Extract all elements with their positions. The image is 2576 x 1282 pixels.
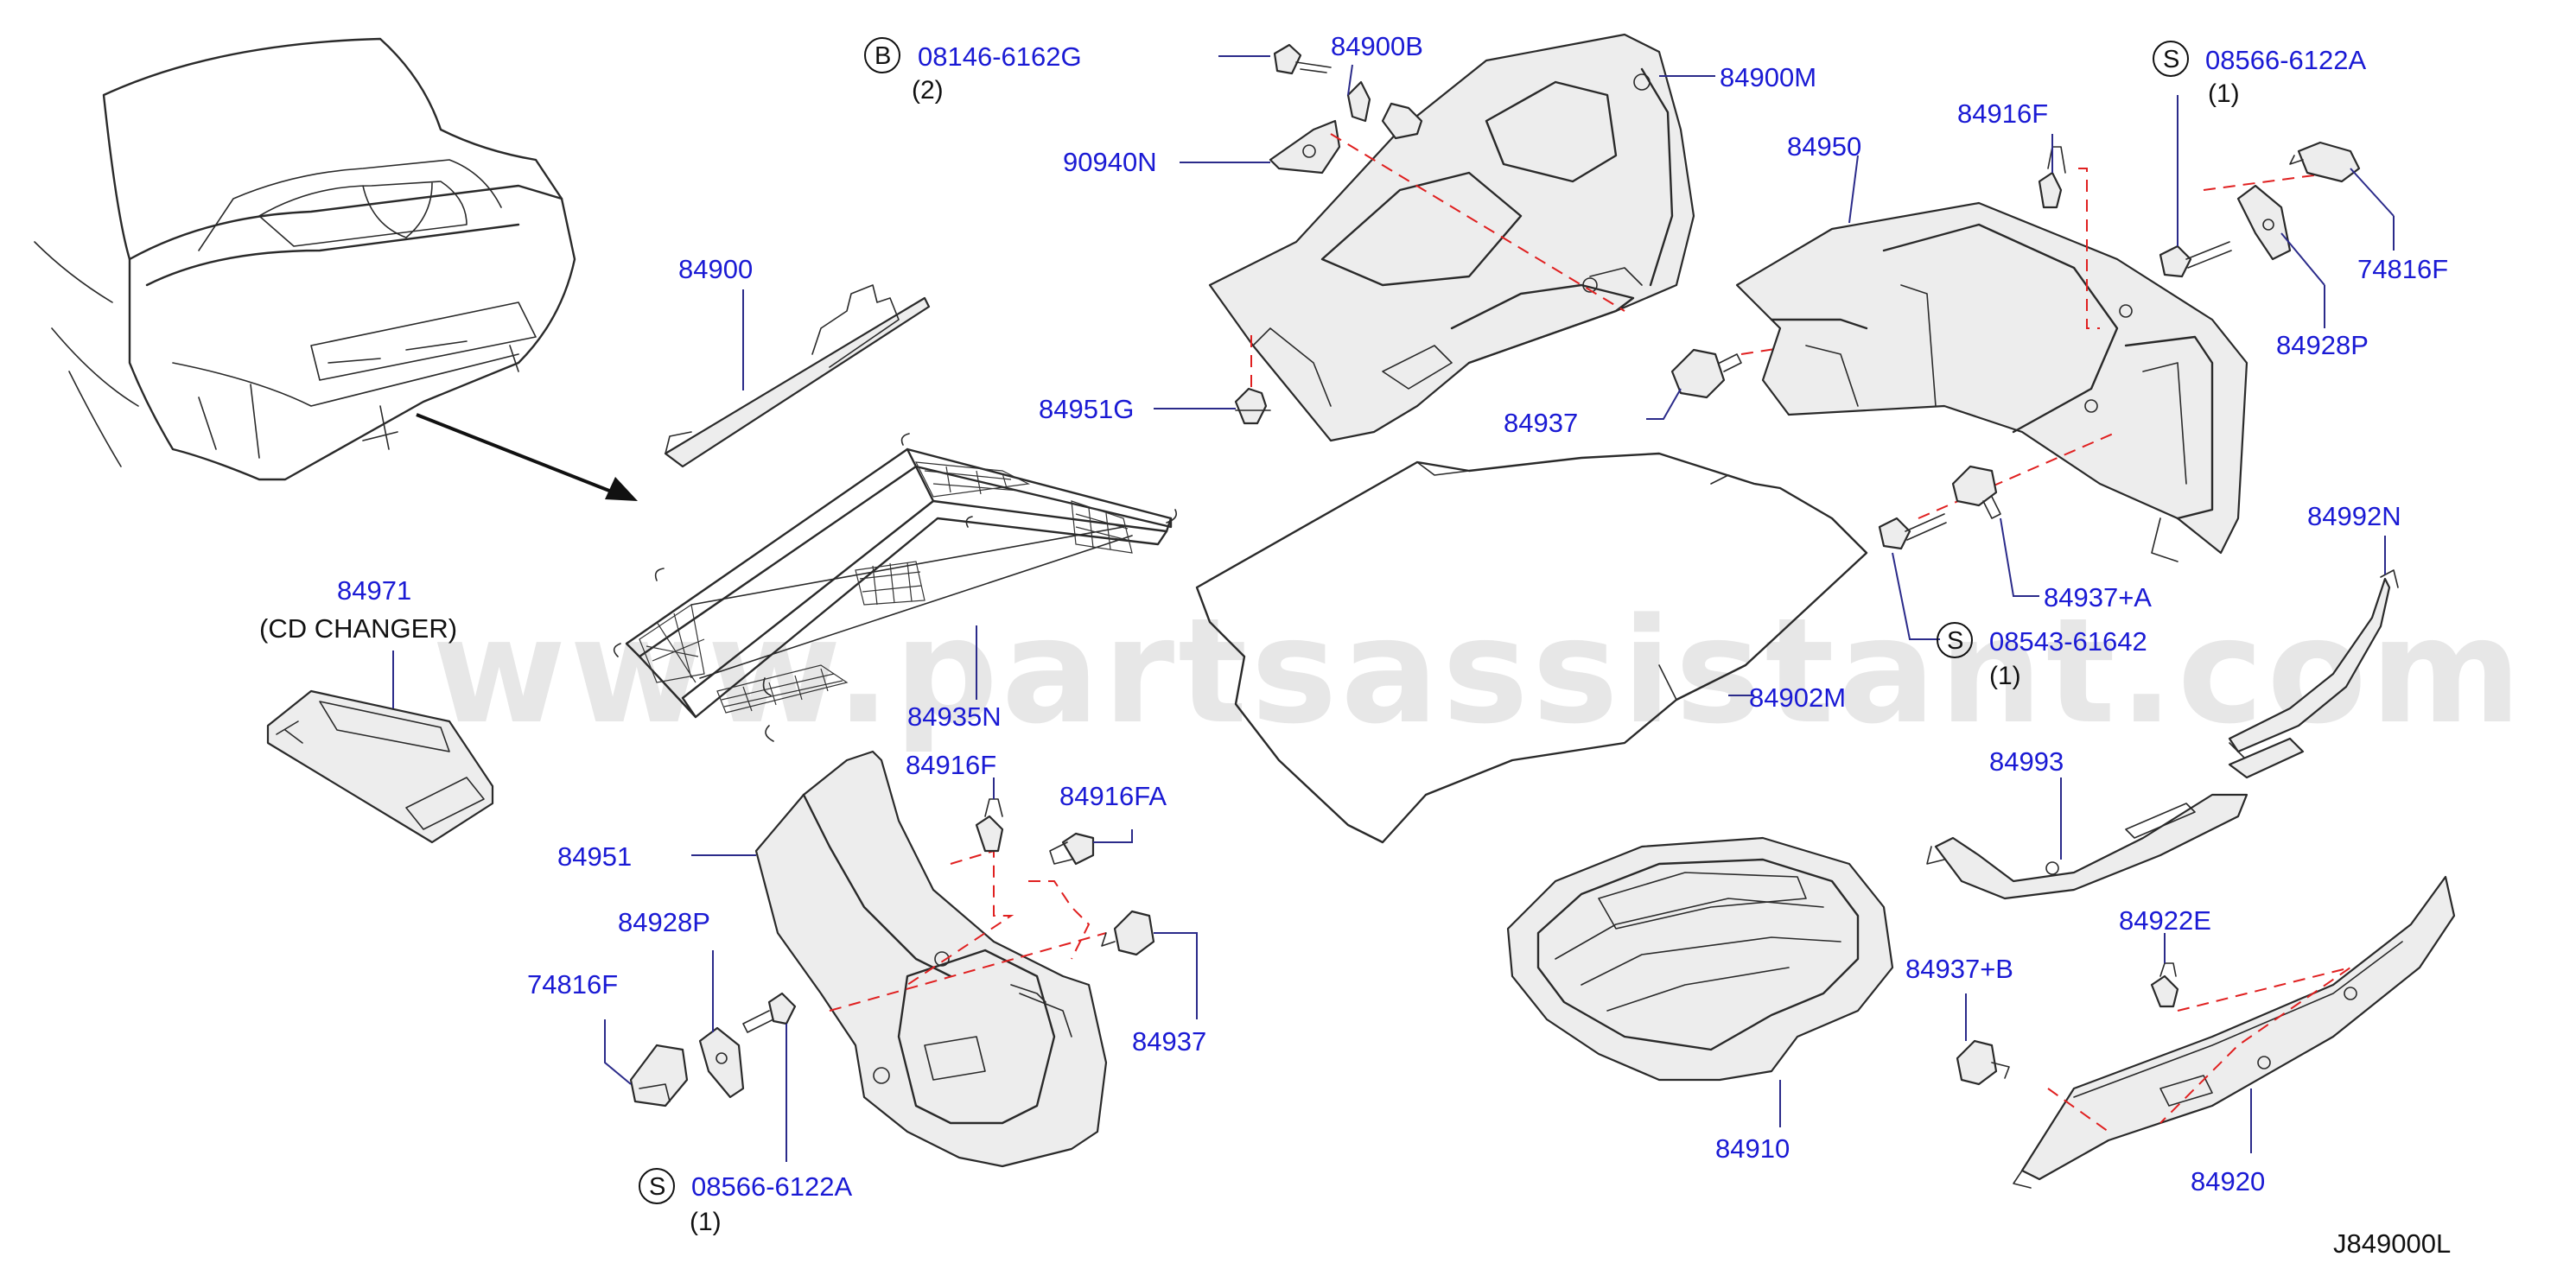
assembly-line-84900M-a [1330,133,1625,312]
clip-84922E [2150,933,2179,1008]
label-84971[interactable]: 84971 [337,575,411,606]
label-84922E[interactable]: 84922E [2119,905,2211,936]
label-84935N[interactable]: 84935N [907,701,1002,732]
part-84910-storage-tray [1506,836,1894,1127]
callout-letter-b: B [875,42,891,70]
clip-84900B [1346,64,1423,140]
part-84950-side-trim-right [1735,155,2248,562]
part-84920-rear-panel-trim [2013,875,2456,1189]
callout-letter-circle-s-middle [1937,622,1973,658]
assembly-line-84950-b [2203,172,2334,191]
drawing-code: J849000L [2333,1228,2451,1259]
bracket-84928P-left [698,950,745,1099]
screw-08543-61642 [1878,513,1947,640]
callout-letter-circle-s-top [2153,41,2189,77]
part-84902M-floor-mat [1195,452,1868,844]
label-84937-plus-b[interactable]: 84937+B [1905,954,2013,984]
qty-08566-6122A-bottom: (1) [690,1208,722,1236]
fastener-84916F-top [2038,134,2066,209]
label-84937-plus-a[interactable]: 84937+A [2044,582,2152,612]
label-84900B[interactable]: 84900B [1331,31,1423,61]
assembly-line-84951-a [906,849,1014,986]
part-84993-kick-plate [1926,737,2305,900]
part-84900-strip [664,284,931,468]
assembly-line-84920-b [2047,1088,2109,1133]
label-84928P-left[interactable]: 84928P [618,907,710,937]
label-84992N[interactable]: 84992N [2307,501,2401,531]
callout-letter-s-bottom: S [649,1173,665,1201]
part-84900M-trunk-lid-trim [1208,33,1695,442]
label-84900[interactable]: 84900 [678,254,753,284]
fastener-84916F-lower [975,777,1004,853]
clip-74816F-right [2289,141,2395,251]
clip-84951G [1234,328,1271,425]
label-08146-6162G[interactable]: 08146-6162G [918,41,1082,72]
label-84910[interactable]: 84910 [1715,1133,1790,1164]
part-84971-cd-changer [266,651,494,844]
screw-08566-6122A-bottom [742,992,797,1162]
qty-08146-6162G: (2) [912,76,944,105]
label-74816F-right[interactable]: 74816F [2357,254,2448,284]
label-84916F-lower[interactable]: 84916F [906,750,996,780]
label-84920[interactable]: 84920 [2191,1166,2265,1196]
label-84928P-right[interactable]: 84928P [2276,330,2369,360]
label-84950[interactable]: 84950 [1787,131,1861,162]
screw-84916FA [1049,829,1133,866]
label-84951[interactable]: 84951 [557,841,632,872]
label-74816F-left[interactable]: 74816F [527,969,618,1000]
pointer-arrow [416,413,638,501]
clip-84937-plus-a [1951,465,2039,597]
clip-84937-plus-b [1956,993,2010,1086]
label-84916FA[interactable]: 84916FA [1059,781,1167,811]
bracket-90940N [1180,119,1341,175]
vehicle-rear-drawing [34,37,576,481]
callout-letter-circle-s-bottom [639,1168,675,1204]
callout-letter-circle-b [864,37,900,73]
assembly-line-84920-a [2159,967,2351,1124]
clip-74816F-left [604,1019,689,1107]
part-84935N-cargo-net [613,433,1178,742]
label-84937-center[interactable]: 84937 [1504,408,1578,438]
assembly-line-84950-c [1918,431,2118,519]
label-90940N[interactable]: 90940N [1063,147,1157,177]
callout-letter-s-top: S [2163,46,2179,73]
label-84951G[interactable]: 84951G [1039,394,1134,424]
callout-labels: B 08146-6162G (2) 84900B 84900M S 08566-… [259,31,2451,1259]
qty-08566-6122A-top: (1) [2208,79,2240,108]
clip-84937-center [1646,345,1798,420]
assembly-line-84951-c [829,932,1107,1012]
label-08543-61642[interactable]: 08543-61642 [1989,626,2147,657]
label-08566-6122A-bottom[interactable]: 08566-6122A [691,1171,852,1202]
label-84916F-top[interactable]: 84916F [1957,98,2048,129]
label-84902M[interactable]: 84902M [1749,682,1846,713]
bracket-84928P-right [2236,184,2325,328]
watermark-text: www.partsassistant.com [432,587,2525,756]
fastener-08146-6162G [1218,43,1332,75]
label-08566-6122A-top[interactable]: 08566-6122A [2205,45,2366,75]
part-84951-side-trim-left [691,750,1108,1168]
assembly-line-84951-b [1028,880,1091,960]
label-84937-lower[interactable]: 84937 [1132,1026,1206,1057]
label-84993[interactable]: 84993 [1989,746,2064,777]
qty-08543-61642: (1) [1989,662,2021,690]
callout-letter-s-middle: S [1947,627,1963,655]
clip-84937-lower [1101,910,1198,1019]
label-84900M[interactable]: 84900M [1720,62,1816,92]
assembly-line-84950-a [2078,168,2100,329]
label-cd-changer: (CD CHANGER) [259,613,457,644]
screw-08566-6122A-top [2159,95,2232,278]
